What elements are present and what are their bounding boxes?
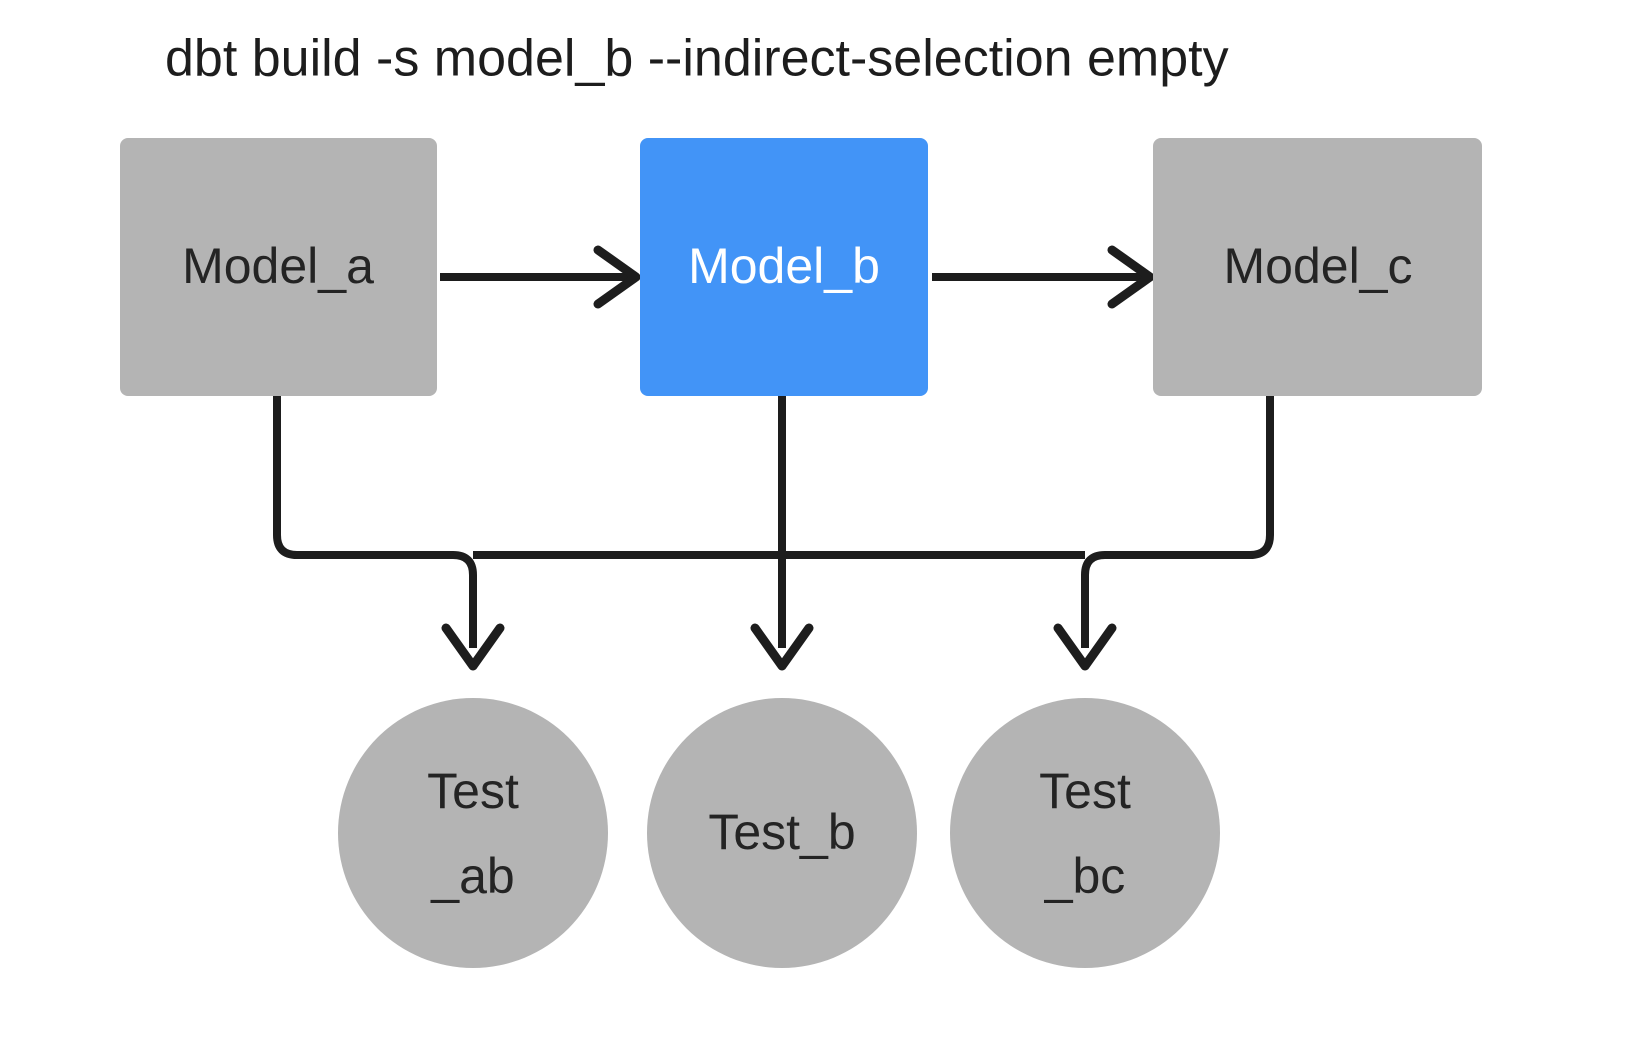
- arrowhead-model-a-to-model-b: [593, 245, 641, 309]
- arrowhead-to-test-b: [750, 623, 814, 671]
- node-model-b[interactable]: Model_b: [640, 138, 928, 396]
- node-test-ab-shape[interactable]: [338, 698, 608, 968]
- node-model-a-label: Model_a: [182, 238, 374, 294]
- node-model-a[interactable]: Model_a: [120, 138, 437, 396]
- edge-model-a-to-test-ab: [273, 396, 477, 648]
- node-model-b-shape[interactable]: [640, 138, 928, 396]
- node-test-bc-shape[interactable]: [950, 698, 1220, 968]
- node-model-c-shape[interactable]: [1153, 138, 1482, 396]
- node-model-b-label: Model_b: [688, 238, 880, 294]
- node-test-ab-label-line2: _ab: [430, 848, 514, 904]
- node-test-b-label-line1: Test_b: [708, 804, 855, 860]
- node-test-bc-label-line2: _bc: [1044, 848, 1126, 904]
- node-test-b[interactable]: Test_b: [647, 698, 917, 968]
- arrowhead-to-test-ab: [441, 623, 505, 671]
- node-test-bc-label-line1: Test: [1039, 763, 1131, 819]
- arrowhead-to-test-bc: [1053, 623, 1117, 671]
- node-test-b-shape[interactable]: [647, 698, 917, 968]
- node-test-bc[interactable]: Test _bc: [950, 698, 1220, 968]
- node-model-c-label: Model_c: [1224, 238, 1413, 294]
- edge-model-c-to-test-bc: [1081, 396, 1274, 648]
- node-test-ab-label-line1: Test: [427, 763, 519, 819]
- node-model-c[interactable]: Model_c: [1153, 138, 1482, 396]
- page-title: dbt build -s model_b --indirect-selectio…: [165, 30, 1229, 88]
- node-model-a-shape[interactable]: [120, 138, 437, 396]
- node-test-ab[interactable]: Test _ab: [338, 698, 608, 968]
- arrowhead-model-b-to-model-c: [1107, 245, 1155, 309]
